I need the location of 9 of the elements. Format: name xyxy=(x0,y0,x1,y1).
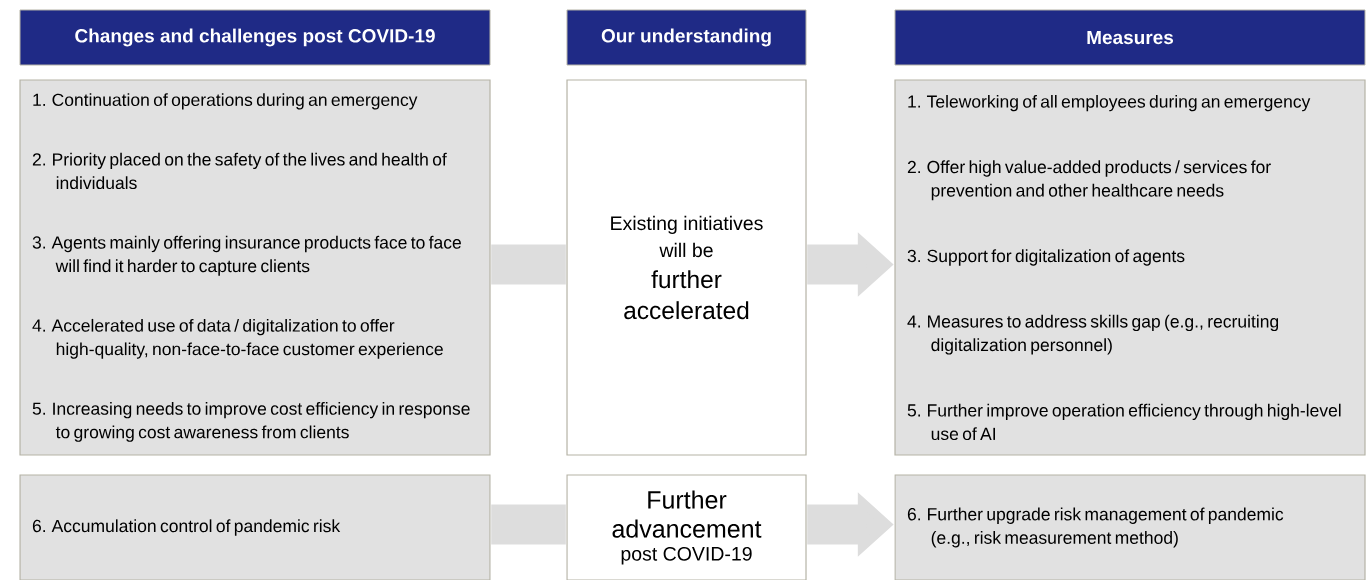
column-header: Measures xyxy=(894,9,1366,66)
list-box: 1. Continuation of operations during an emergency 2. Priority placed on the safety of the lives and health of individuals 3. Agents mainly offering insurance products face to face will find it harder to capture clients 4. Accelerated use of data / digitalization to offer high-quality, non-face-to-face customer experience 5. Increasing needs to improve cost efficiency in response to growing cost awareness from clients xyxy=(19,79,491,456)
column-header: Changes and challenges post COVID-19 xyxy=(19,9,491,66)
list-box: 1. Teleworking of all employees during an emergency 2. Offer high value-added products / services for prevention and other healthcare needs 3. Support for digitalization of agents 4. Measures to address skills gap (e.g., recruiting digitalization personnel) 5. Further improve operation efficiency through high-level use of AI xyxy=(894,79,1366,456)
list-box: 6. Further upgrade risk management of pandemic (e.g., risk measurement method) xyxy=(894,474,1366,580)
list-box: 6. Accumulation control of pandemic risk xyxy=(19,474,491,580)
summary-box: Existing initiatives will be further accelerated xyxy=(566,79,807,456)
summary-box: Further advancement post COVID-19 xyxy=(566,474,807,580)
column-header: Our understanding xyxy=(566,9,807,66)
